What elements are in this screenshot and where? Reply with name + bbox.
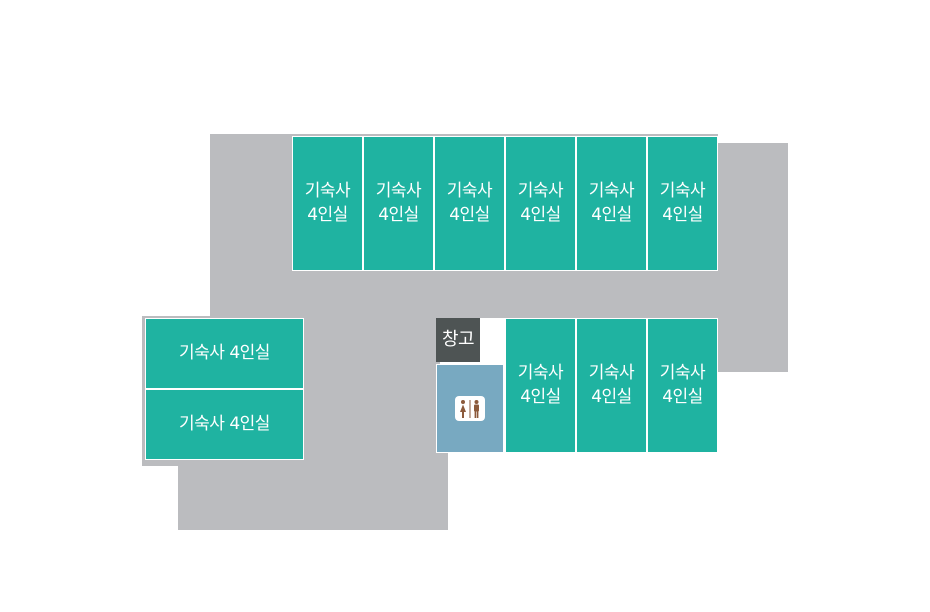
dorm-room-top-5[interactable]: 기숙사 4인실 (576, 136, 647, 271)
restroom[interactable] (436, 364, 504, 453)
dorm-room-bottom-2[interactable]: 기숙사 4인실 (576, 318, 647, 453)
floor-area-bottom (178, 452, 448, 530)
dorm-room-top-3[interactable]: 기숙사 4인실 (434, 136, 505, 271)
dorm-room-top-4[interactable]: 기숙사 4인실 (505, 136, 576, 271)
dorm-room-bottom-1[interactable]: 기숙사 4인실 (505, 318, 576, 453)
dorm-room-top-1[interactable]: 기숙사 4인실 (292, 136, 363, 271)
room-label: 기숙사 (517, 180, 564, 201)
room-label: 기숙사 (517, 362, 564, 383)
storage-room[interactable]: 창고 (436, 318, 480, 362)
room-capacity: 4인실 (662, 386, 703, 407)
room-label: 기숙사 (304, 180, 351, 201)
room-label: 기숙사 (375, 180, 422, 201)
room-capacity: 4인실 (378, 204, 419, 225)
room-label: 기숙사 (588, 180, 635, 201)
dorm-room-left-2[interactable]: 기숙사 4인실 (145, 389, 304, 460)
room-label: 기숙사 (588, 362, 635, 383)
storage-label: 창고 (441, 329, 475, 351)
room-capacity: 4인실 (520, 204, 561, 225)
room-label: 기숙사 4인실 (179, 413, 270, 434)
room-capacity: 4인실 (662, 204, 703, 225)
floor-area-right-wing (716, 143, 788, 372)
room-label: 기숙사 4인실 (179, 342, 270, 363)
room-capacity: 4인실 (449, 204, 490, 225)
dorm-room-top-2[interactable]: 기숙사 4인실 (363, 136, 434, 271)
dorm-room-bottom-3[interactable]: 기숙사 4인실 (647, 318, 718, 453)
dorm-room-top-6[interactable]: 기숙사 4인실 (647, 136, 718, 271)
room-capacity: 4인실 (591, 204, 632, 225)
room-label: 기숙사 (659, 362, 706, 383)
restroom-icon-svg (460, 399, 479, 418)
room-label: 기숙사 (659, 180, 706, 201)
restroom-icon (455, 396, 485, 421)
room-label: 기숙사 (446, 180, 493, 201)
dorm-room-left-1[interactable]: 기숙사 4인실 (145, 318, 304, 389)
room-capacity: 4인실 (307, 204, 348, 225)
room-capacity: 4인실 (520, 386, 561, 407)
room-capacity: 4인실 (591, 386, 632, 407)
